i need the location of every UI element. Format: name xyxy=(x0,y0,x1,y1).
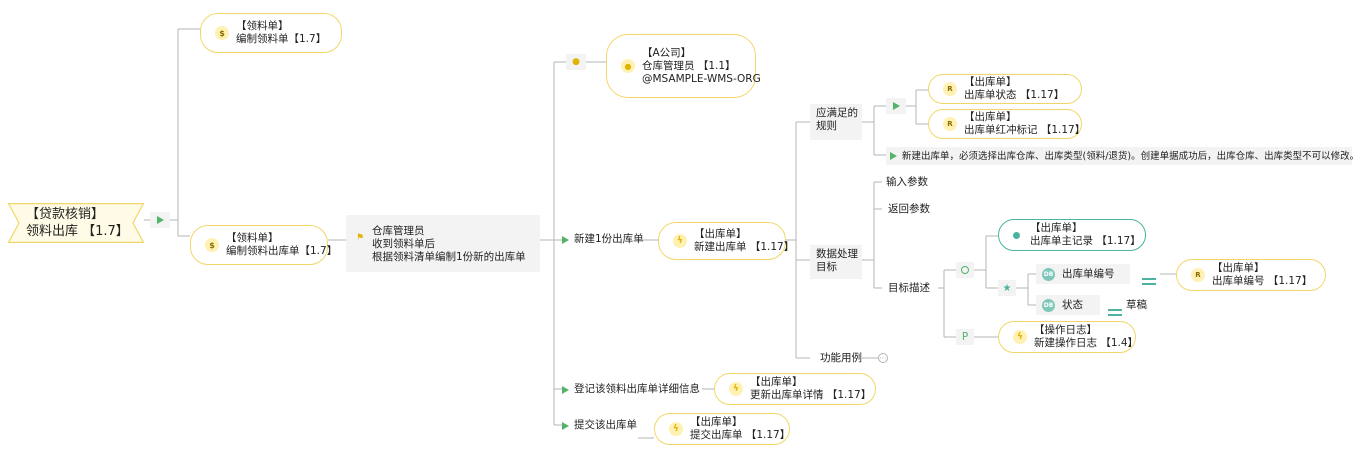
node-line1: 【出库单】 xyxy=(690,416,743,428)
field-outbound-no[interactable]: DB 出库单编号 xyxy=(1036,264,1130,284)
equals-icon xyxy=(1142,270,1156,289)
root-node[interactable] xyxy=(8,203,144,243)
field-status[interactable]: DB 状态 xyxy=(1036,295,1100,315)
step-submit[interactable]: 提交该出库单 xyxy=(562,419,637,432)
lightning-icon: ϟ xyxy=(669,422,683,436)
person-icon: ● xyxy=(621,59,635,73)
node-line2: 编制领料出库单【1.7】 xyxy=(226,245,338,257)
node-picking-list-mid[interactable]: $ 【领料单】 编制领料出库单【1.7】 xyxy=(190,225,337,265)
node-rule-status[interactable]: R 【出库单】 出库单状态 【1.17】 xyxy=(928,74,1082,104)
node-line2: 出库单状态 【1.17】 xyxy=(964,89,1065,101)
r-icon: R xyxy=(943,117,957,131)
step-register[interactable]: 登记该领料出库单详细信息 xyxy=(562,383,700,396)
node-line1: 【领料单】 xyxy=(226,232,279,244)
node-outbound-no[interactable]: R 【出库单】 出库单编号 【1.17】 xyxy=(1176,259,1326,291)
node-line1: 【出库单】 xyxy=(1030,222,1083,234)
input-params[interactable]: 输入参数 xyxy=(886,176,928,188)
more-icon[interactable]: ⋯ xyxy=(878,353,888,363)
play-arrow-icon xyxy=(156,216,164,224)
rule-note[interactable]: 新建出库单，必须选择出库仓库、出库类型(领料/退货)。创建单据成功后，出库仓库、… xyxy=(886,147,1359,165)
node-line2: 出库单主记录 【1.17】 xyxy=(1030,235,1141,247)
node-line1: 【出库单】 xyxy=(964,76,1017,88)
flag-icon: ⚑ xyxy=(356,233,365,243)
target-desc[interactable]: 目标描述 xyxy=(888,282,930,294)
rule-note-text: 新建出库单，必须选择出库仓库、出库类型(领料/退货)。创建单据成功后，出库仓库、… xyxy=(902,150,1360,162)
actor-line3: 根据领料清单编制1份新的出库单 xyxy=(372,251,526,263)
database-icon: DB xyxy=(1042,267,1055,281)
actor-note[interactable]: ⚑ 仓库管理员 收到领料单后 根据领料清单编制1份新的出库单 xyxy=(346,215,540,272)
step-new-outbound[interactable]: 新建1份出库单 xyxy=(562,233,644,246)
node-picking-list-top[interactable]: $ 【领料单】 编制领料单【1.7】 xyxy=(200,13,342,53)
r-icon: R xyxy=(1191,268,1205,282)
node-new-outbound[interactable]: ϟ 【出库单】 新建出库单 【1.17】 xyxy=(658,222,794,260)
root-line1: 【贷款核销】 xyxy=(26,207,105,222)
step-new-label: 新建1份出库单 xyxy=(574,233,644,245)
star-icon-box[interactable]: ★ xyxy=(998,280,1016,296)
node-line1: 【领料单】 xyxy=(236,20,289,32)
field-status-label: 状态 xyxy=(1062,298,1083,311)
node-line2: 新建操作日志 【1.4】 xyxy=(1034,337,1139,349)
dollar-icon: $ xyxy=(205,238,219,252)
step-submit-label: 提交该出库单 xyxy=(574,419,637,431)
lightning-icon: ϟ xyxy=(1013,330,1027,344)
person-icon-box[interactable]: ● xyxy=(566,54,586,70)
root-node-border xyxy=(8,203,144,243)
person-icon: ● xyxy=(572,57,580,67)
company-line1: 【A公司】 xyxy=(642,46,692,59)
node-line2: 新建出库单 【1.17】 xyxy=(694,241,795,253)
p-icon-box[interactable]: P xyxy=(956,329,974,345)
node-line1: 【出库单】 xyxy=(694,228,747,240)
equals-icon xyxy=(1108,301,1122,320)
node-line2: 提交出库单 【1.17】 xyxy=(690,429,791,441)
data-target-line2: 目标 xyxy=(816,261,837,273)
field-status-value[interactable]: 草稿 xyxy=(1126,299,1147,311)
field-no-label: 出库单编号 xyxy=(1062,267,1115,280)
company-line3: @MSAMPLE-WMS-ORG xyxy=(642,72,761,85)
node-submit-outbound[interactable]: ϟ 【出库单】 提交出库单 【1.17】 xyxy=(654,413,790,445)
node-rule-redflag[interactable]: R 【出库单】 出库单红冲标记 【1.17】 xyxy=(928,109,1086,139)
rules-label[interactable]: 应满足的 规则 xyxy=(810,104,862,140)
root-title: 【贷款核销】 领料出库 【1.7】 xyxy=(26,206,129,240)
target-icon xyxy=(961,266,969,274)
rules-label-line2: 规则 xyxy=(816,120,837,132)
rules-label-line1: 应满足的 xyxy=(816,107,858,119)
node-update-outbound[interactable]: ϟ 【出库单】 更新出库单详情 【1.17】 xyxy=(714,373,876,405)
rules-expand-button[interactable] xyxy=(886,98,906,114)
play-arrow-icon xyxy=(562,235,569,244)
lightning-icon: ϟ xyxy=(673,234,687,248)
node-line1: 【出库单】 xyxy=(750,376,803,388)
data-target-label[interactable]: 数据处理 目标 xyxy=(810,245,862,279)
node-main-record[interactable]: 【出库单】 出库单主记录 【1.17】 xyxy=(998,219,1146,251)
root-line2: 领料出库 【1.7】 xyxy=(26,224,129,239)
dollar-icon: $ xyxy=(215,26,229,40)
node-line2: 编制领料单【1.7】 xyxy=(236,33,327,45)
actor-line2: 收到领料单后 xyxy=(372,238,435,250)
node-line1: 【出库单】 xyxy=(1212,262,1265,274)
company-line2: 仓库管理员 【1.1】 xyxy=(642,59,736,72)
return-params[interactable]: 返回参数 xyxy=(888,203,930,215)
node-operation-log[interactable]: ϟ 【操作日志】 新建操作日志 【1.4】 xyxy=(998,321,1139,353)
lightning-icon: ϟ xyxy=(729,382,743,396)
step-register-label: 登记该领料出库单详细信息 xyxy=(574,383,700,395)
star-icon: ★ xyxy=(1002,282,1012,294)
expand-button[interactable] xyxy=(150,212,170,228)
node-company[interactable]: ● 【A公司】 仓库管理员 【1.1】 @MSAMPLE-WMS-ORG xyxy=(606,34,761,98)
node-line2: 出库单编号 【1.17】 xyxy=(1212,275,1313,287)
node-line2: 更新出库单详情 【1.17】 xyxy=(750,389,872,401)
node-line1: 【操作日志】 xyxy=(1034,324,1097,336)
database-icon: DB xyxy=(1042,298,1055,312)
r-icon: R xyxy=(943,82,957,96)
target-icon-box[interactable] xyxy=(956,262,974,278)
play-arrow-icon xyxy=(562,421,569,430)
node-line2: 出库单红冲标记 【1.17】 xyxy=(964,124,1086,136)
func-example-label[interactable]: 功能用例 xyxy=(820,352,862,364)
play-arrow-icon xyxy=(892,102,900,110)
play-arrow-icon xyxy=(562,385,569,394)
actor-line1: 仓库管理员 xyxy=(372,225,425,237)
play-arrow-icon xyxy=(890,152,897,160)
p-icon: P xyxy=(961,330,969,343)
node-line1: 【出库单】 xyxy=(964,111,1017,123)
data-target-line1: 数据处理 xyxy=(816,248,858,260)
dot-icon xyxy=(1013,231,1020,239)
